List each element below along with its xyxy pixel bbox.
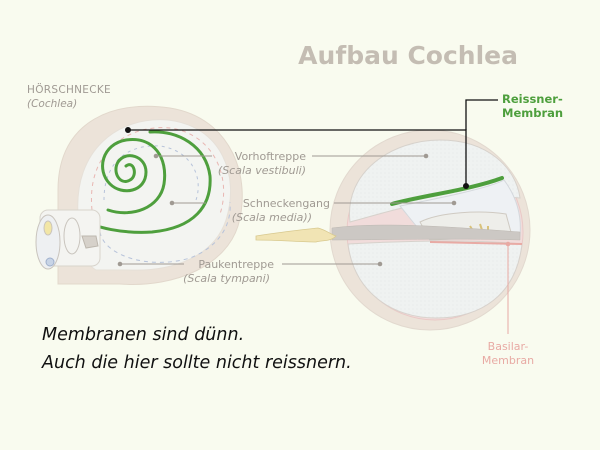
basilar-label-line2: Membran	[482, 354, 534, 367]
tympani-label: Paukentreppe	[198, 258, 274, 271]
caption-line2: Auch die hier sollte nicht reissnern.	[41, 353, 352, 373]
diagram-title: Aufbau Cochlea	[298, 41, 518, 70]
tympani-latin-label: (Scala tympani)	[183, 272, 270, 285]
vestibuli-label: Vorhoftreppe	[235, 150, 306, 163]
oval-window	[36, 210, 100, 269]
caption-line1: Membranen sind dünn.	[42, 325, 244, 345]
media-label: Schneckengang	[243, 197, 330, 210]
cochlea-label: HÖRSCHNECKE	[27, 83, 111, 96]
reissner-label-line1: Reissner-	[502, 92, 563, 106]
reissner-label-line2: Membran	[502, 106, 563, 120]
media-latin-label: (Scala media))	[232, 211, 312, 224]
vestibuli-latin-label: (Scala vestibuli)	[218, 164, 306, 177]
basilar-label-line1: Basilar-	[488, 340, 529, 353]
cochlea-latin-label: (Cochlea)	[27, 98, 77, 110]
